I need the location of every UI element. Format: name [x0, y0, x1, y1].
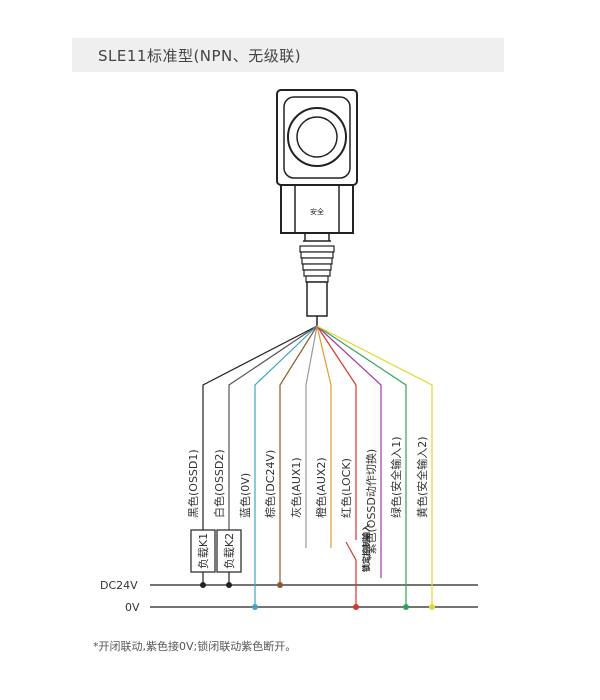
sensor-lens-inner [296, 116, 338, 158]
cable-sleeve [306, 281, 328, 317]
zero-v-bus-label: 0V [125, 601, 140, 614]
wire-label-gray: 灰色(AUX1) [289, 457, 303, 518]
wire-white [228, 325, 318, 530]
wire-label-white: 白色(OSSD2) [212, 449, 226, 518]
wire-label-green: 绿色(安全输入1) [389, 436, 403, 518]
sensor-badge: 安全 [310, 207, 324, 216]
wire-label-black: 黑色(OSSD1) [186, 449, 200, 518]
lock-input-label: 锁定控制输入 [361, 524, 371, 572]
wire-purple [316, 325, 382, 578]
wire-black [202, 325, 318, 530]
wire-gray [305, 325, 318, 548]
wire-label-yellow: 黄色(安全输入2) [415, 436, 429, 518]
wire-label-purple: *紫色(OSSD动作切换) [364, 449, 378, 560]
junction-brown-dc24v [277, 582, 283, 588]
wire-label-orange: 橙色(AUX2) [314, 457, 328, 518]
safety-sensor: 安全 [276, 89, 358, 242]
cable-connector [299, 245, 335, 326]
junction-k1-dc24v [200, 582, 206, 588]
junction-k2-dc24v [226, 582, 232, 588]
wire-label-brown: 棕色(DC24V) [263, 450, 277, 518]
wire-label-blue: 蓝色(0V) [238, 473, 252, 518]
title-bar: SLE11标准型(NPN、无级联) [72, 38, 504, 72]
junction-blue-0v [252, 604, 258, 610]
sensor-housing [280, 184, 354, 234]
wire-orange [316, 325, 332, 548]
wire-yellow [316, 325, 433, 607]
wire-red [316, 325, 357, 607]
footnote: *开闭联动,紫色接0V;锁闭联动紫色断开。 [93, 640, 297, 653]
dc24v-bus-label: DC24V [100, 579, 138, 592]
wire-blue [254, 325, 318, 607]
lock-switch [345, 541, 357, 561]
wire-green [316, 325, 407, 607]
junction-red-0v [353, 604, 359, 610]
page-title: SLE11标准型(NPN、无级联) [98, 47, 302, 65]
junction-yellow-0v [429, 604, 435, 610]
load-k1-label: 负载K1 [196, 533, 210, 569]
load-k1-box [190, 529, 216, 573]
load-k2-label: 负载K2 [222, 533, 236, 569]
wire-label-red: 红色(LOCK) [339, 458, 353, 518]
wire-brown [279, 325, 318, 585]
junction-green-0v [403, 604, 409, 610]
